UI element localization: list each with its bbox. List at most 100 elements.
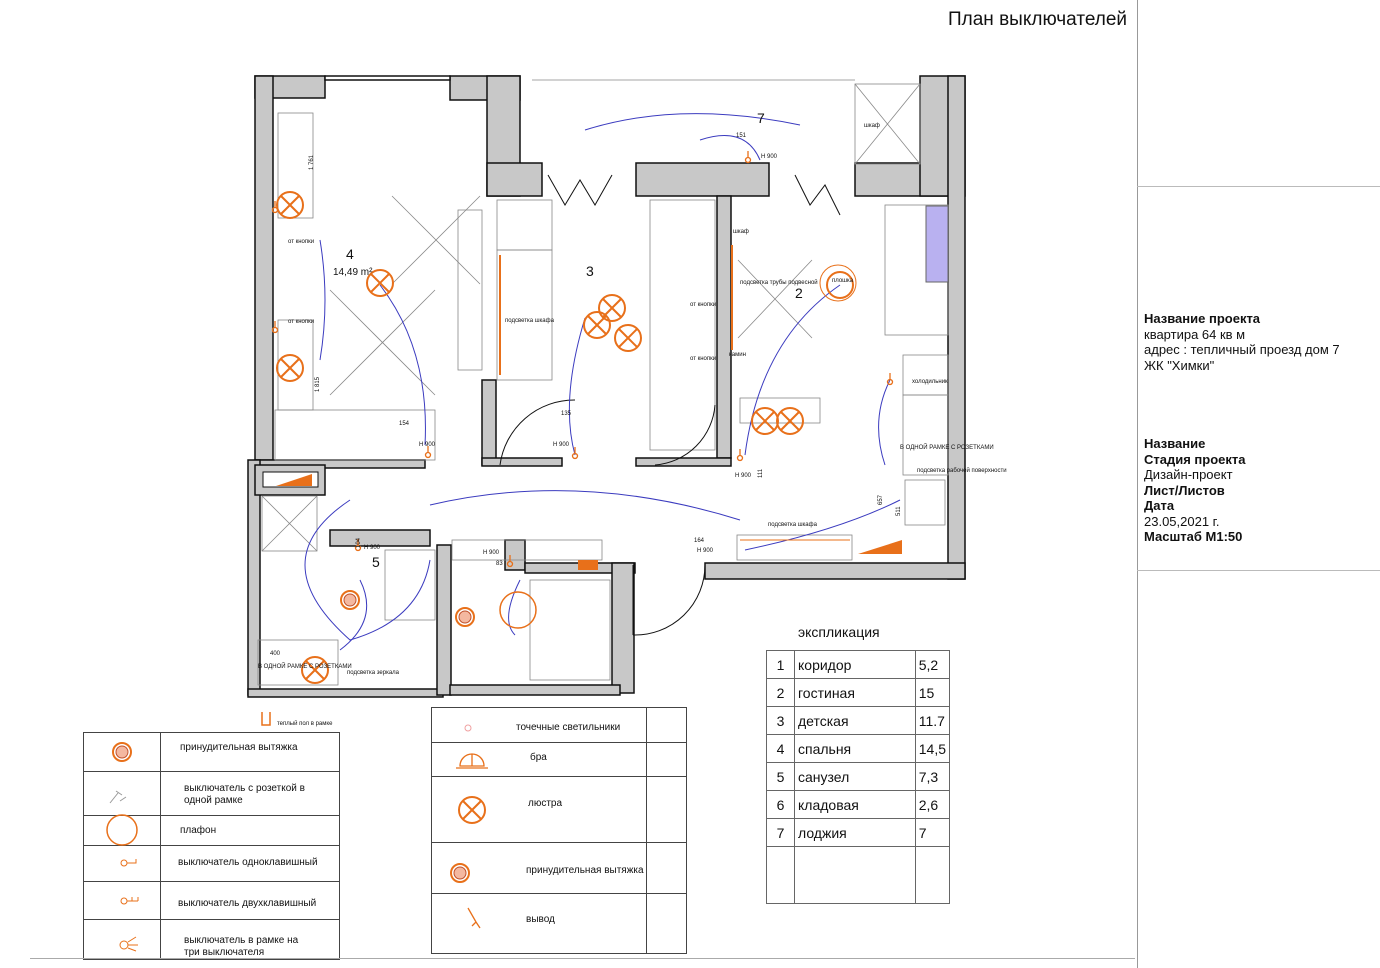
- ceiling-lamp-icon: [499, 591, 537, 629]
- legend-left: принудительная вытяжка выключатель с роз…: [83, 732, 340, 960]
- single-switch-icon: [120, 859, 137, 867]
- fridge-note: холодильник: [912, 379, 948, 385]
- room-name: детская: [794, 706, 916, 735]
- room-3-number: 3: [586, 263, 594, 279]
- chandelier-icon: [458, 796, 486, 824]
- wardrobe-note: шкаф: [733, 229, 749, 235]
- legend-label: принудительная вытяжка: [526, 865, 644, 876]
- room-name: лоджия: [794, 818, 916, 847]
- table-row: [766, 846, 951, 904]
- fridge: [925, 205, 949, 283]
- name-label: Название: [1144, 436, 1206, 451]
- dim-400: 400: [270, 651, 281, 657]
- from-button-note: от кнопки: [288, 239, 314, 245]
- room-name: коридор: [794, 650, 916, 679]
- date-label: Дата: [1144, 498, 1175, 513]
- ceiling-lamp-icon: [826, 271, 854, 299]
- room-area: 11.7: [914, 706, 951, 735]
- room-name: санузел: [794, 762, 916, 791]
- room-4-number: 4: [346, 246, 354, 262]
- dim-151: 151: [736, 133, 747, 139]
- room-5-number: 5: [372, 554, 380, 570]
- room-area: 7,3: [914, 762, 951, 791]
- dim-135: 135: [561, 411, 572, 417]
- dim-104: 104: [356, 537, 362, 548]
- chandelier-icon: [776, 407, 804, 435]
- row-number: 4: [766, 734, 795, 763]
- wardrobe-note: шкаф: [864, 123, 880, 129]
- dim-154: 154: [399, 421, 410, 427]
- cabinet-light-note: подсветка шкафа: [768, 522, 818, 528]
- chandelier-icon: [751, 407, 779, 435]
- room-4-area: 14,49 m²: [333, 267, 373, 278]
- explication-title: экспликация: [798, 624, 880, 640]
- exhaust-fan-icon: [455, 607, 475, 627]
- dim-657: 657: [878, 494, 884, 505]
- room-7-number: 7: [757, 110, 765, 126]
- room-name: гостиная: [794, 678, 916, 707]
- date-value: 23.05,2021 г.: [1144, 513, 1220, 529]
- row-number: 6: [766, 790, 795, 819]
- single-switch-icon: [744, 150, 752, 164]
- stamp-rule-1: [1137, 186, 1380, 187]
- stamp-divider: [1137, 0, 1138, 968]
- height-note: H 900: [419, 442, 436, 448]
- from-button-note: от кнопки: [288, 319, 314, 325]
- chandelier-icon: [276, 354, 304, 382]
- chandelier-icon: [276, 191, 304, 219]
- dim-1761: 1 761: [309, 154, 315, 170]
- room-area: 2,6: [914, 790, 951, 819]
- legend-right: точечные светильники бра люстра принудит…: [431, 707, 687, 954]
- scale-label: Масштаб М1:50: [1144, 529, 1243, 544]
- legend-label: выключатель одноклавишный: [178, 857, 318, 868]
- ceiling-lamp-icon: [106, 814, 138, 846]
- chandelier-icon: [301, 656, 329, 684]
- one-frame-note: В ОДНОЙ РАМКЕ С РОЗЕТКАМИ: [258, 662, 352, 670]
- fireplace-note: камин: [729, 352, 746, 358]
- stamp-rule-2: [1137, 570, 1380, 571]
- legend-label: выключатель двухклавишный: [178, 898, 317, 909]
- legend-label: принудительная вытяжка: [180, 742, 298, 753]
- heated-floor-note: теплый пол в рамке: [277, 720, 333, 727]
- dim-111: 111: [758, 468, 764, 478]
- legend-label: выключатель с розеткой в одной рамке: [184, 783, 305, 806]
- room-2-number: 2: [795, 285, 803, 301]
- room-area: 5,2: [914, 650, 951, 679]
- room-area: 7: [914, 818, 951, 847]
- room-area: 15: [914, 678, 951, 707]
- exhaust-fan-icon: [450, 863, 470, 883]
- spotlight-icon: [464, 724, 472, 732]
- triple-switch-icon: [119, 936, 138, 952]
- legend-label: вывод: [526, 914, 555, 925]
- row-number: 2: [766, 678, 795, 707]
- stage-value: Дизайн-проект: [1144, 467, 1233, 482]
- height-note: H 900: [761, 154, 778, 160]
- room-area: 14,5: [914, 734, 951, 763]
- floor-plan: 4 14,49 m² 3 2 5 7 1 761 1 815 154 135 1…: [247, 75, 1007, 727]
- mirror-light-note: подсветка зеркала: [347, 670, 400, 676]
- chandelier-icon: [614, 324, 642, 352]
- height-note: H 900: [553, 442, 570, 448]
- chandelier-icon: [583, 311, 611, 339]
- switch-socket-icon: [109, 790, 127, 804]
- height-note: H 900: [697, 548, 714, 554]
- chandelier-icon: [598, 294, 626, 322]
- legend-label: бра: [530, 752, 547, 763]
- ceiling-lamp-icon: [819, 264, 857, 302]
- legend-label: точечные светильники: [516, 722, 621, 733]
- cabinet-light-note: подсветка шкафа: [505, 318, 555, 324]
- sheets-label: Лист/Листов: [1144, 482, 1225, 498]
- row-number: 3: [766, 706, 795, 735]
- stage-label: Стадия проекта: [1144, 451, 1246, 467]
- legend-label: плафон: [180, 825, 217, 836]
- room-name: кладовая: [794, 790, 916, 819]
- project-line-2: адрес : тепличный проезд дом 7: [1144, 342, 1340, 357]
- dim-511: 511: [896, 506, 902, 516]
- title-block-project: Название проекта квартира 64 кв м адрес …: [1144, 311, 1340, 373]
